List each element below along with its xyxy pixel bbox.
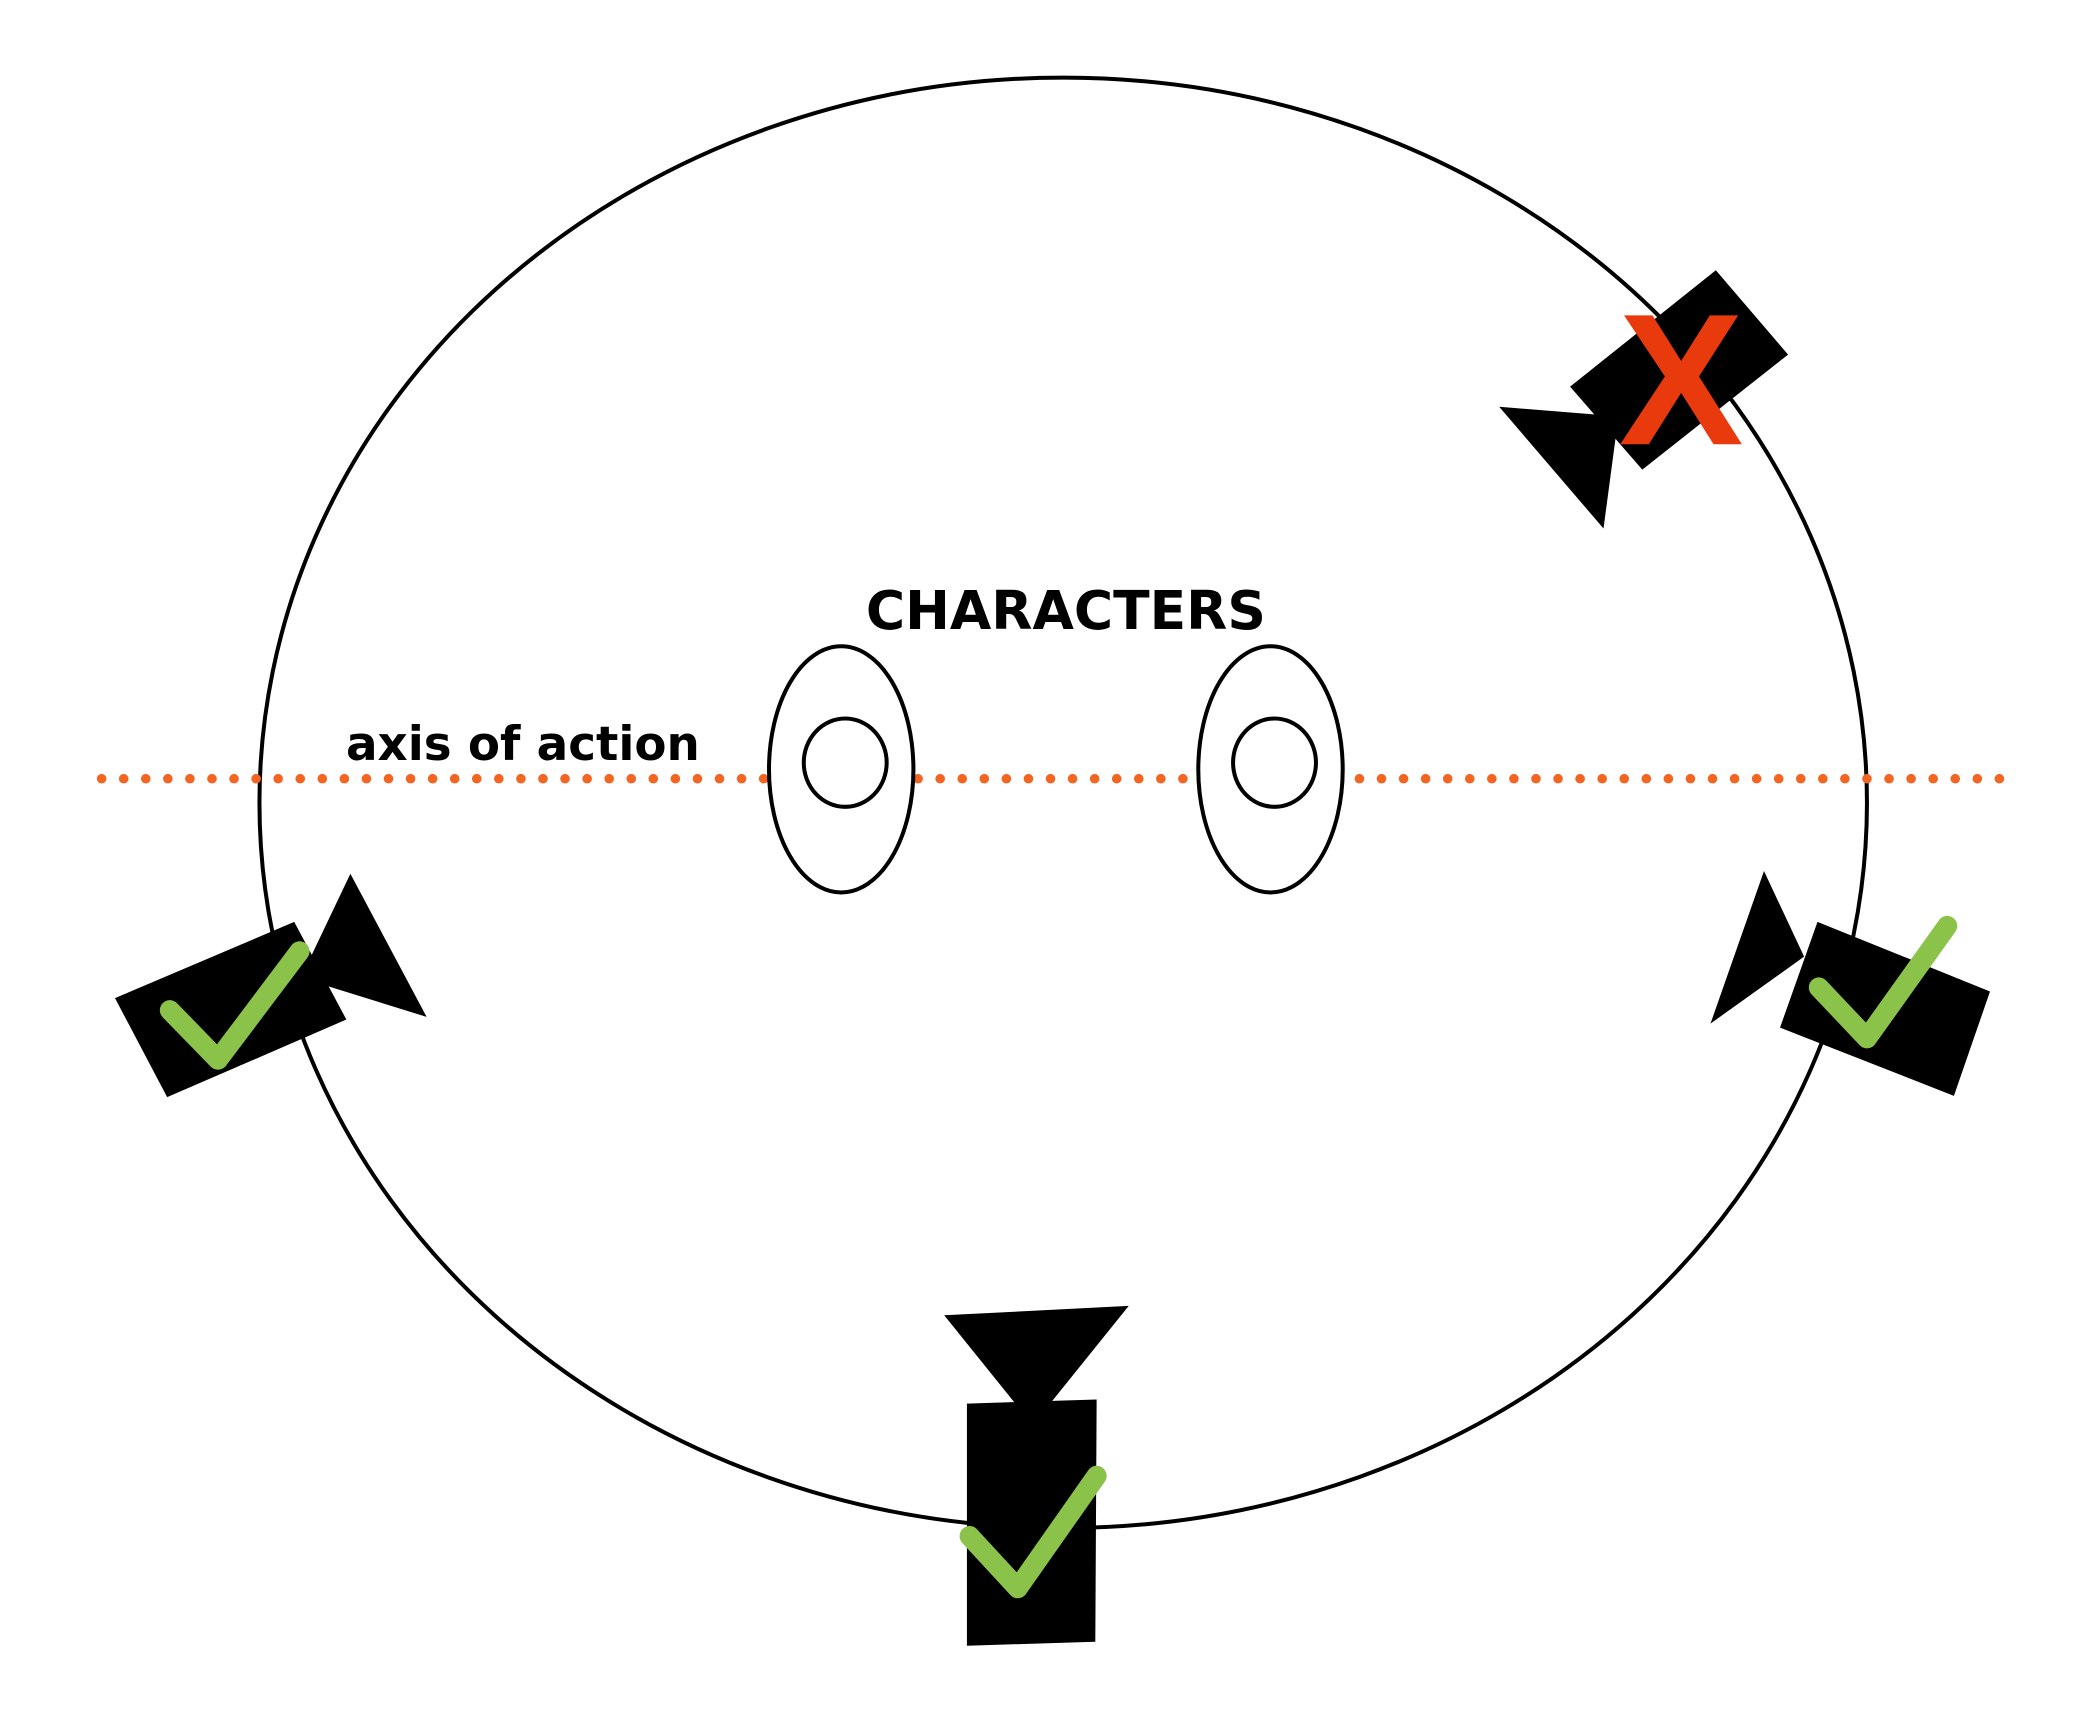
axis-dot (1509, 773, 1519, 784)
axis-dot (1818, 773, 1828, 784)
axis-dot (1840, 773, 1850, 784)
axis-dot (1707, 773, 1718, 784)
axis-dot (1442, 773, 1453, 784)
axis-dot (118, 773, 129, 784)
axis-dot (560, 773, 570, 784)
axis-dot (1376, 773, 1387, 784)
axis-dot (626, 773, 637, 784)
axis-dot (1420, 773, 1431, 784)
axis-dot (1597, 773, 1607, 784)
axis-dot (361, 773, 372, 784)
check-icon (159, 941, 310, 1070)
axis-dot (1906, 773, 1916, 784)
camera-right (1710, 871, 1991, 1096)
axis-dot (692, 773, 703, 784)
axis-dot (1729, 773, 1740, 784)
axis-dot (935, 773, 945, 784)
axis-dot (1156, 773, 1166, 784)
axis-dot (1972, 773, 1983, 784)
camera-top-right: X (1499, 270, 1789, 529)
axis-dot (1178, 773, 1188, 784)
axis-dot (185, 773, 195, 784)
axis-dot (140, 773, 151, 784)
axis-dot (516, 773, 526, 784)
axis-dot (251, 773, 261, 784)
axis-dot (427, 773, 438, 784)
camera-left (115, 873, 427, 1098)
axis-dot (1663, 773, 1674, 784)
axis-dot (96, 773, 107, 784)
axis-dot (1045, 773, 1056, 784)
axis-dot (1133, 773, 1144, 784)
axis-dot (1685, 773, 1696, 784)
axis-dot (405, 773, 416, 784)
axis-dot (1751, 773, 1762, 784)
axis-dot (1089, 773, 1100, 784)
axis-dot (1795, 773, 1806, 784)
axis-dot (1862, 773, 1872, 784)
axis-dot (273, 773, 283, 784)
axis-dot (1487, 773, 1497, 784)
axis-dot (163, 773, 173, 784)
axis-dot (471, 773, 482, 784)
axis-dot (1773, 773, 1784, 784)
axis-dot (1553, 773, 1563, 784)
axis-dot (449, 773, 460, 784)
axis-dot (714, 773, 725, 784)
axis-dot (317, 773, 328, 784)
axis-dot (1464, 773, 1475, 784)
axis-dot (758, 773, 769, 784)
camera-bottom (944, 1305, 1129, 1646)
axis-dot (1531, 773, 1541, 784)
character-right (1196, 644, 1345, 895)
axis-dot (1950, 773, 1961, 784)
axis-dot (1575, 773, 1585, 784)
axis-dot (648, 773, 659, 784)
axis-dot (736, 773, 747, 784)
characters-label: CHARACTERS (866, 579, 1266, 642)
axis-dot (604, 773, 614, 784)
axis-dot (979, 773, 990, 784)
axis-dot (670, 773, 681, 784)
axis-dot (1994, 773, 2005, 784)
axis-dot (1001, 773, 1012, 784)
axis-of-action-line (96, 773, 2005, 784)
axis-dot (957, 773, 968, 784)
axis-dot (1354, 773, 1365, 784)
axis-dot (494, 773, 504, 784)
axis-dot (207, 773, 217, 784)
axis-dot (582, 773, 592, 784)
check-icon (1808, 915, 1958, 1049)
axis-dot (913, 773, 923, 784)
cross-icon: X (1619, 274, 1744, 484)
axis-dot (383, 773, 394, 784)
axis-of-action-label: axis of action (346, 718, 700, 772)
character-left (766, 644, 916, 895)
axis-dot (1619, 773, 1630, 784)
axis-dot (295, 773, 306, 784)
check-icon (959, 1465, 1107, 1599)
axis-dot (1023, 773, 1034, 784)
axis-dot (538, 773, 548, 784)
axis-dot (1111, 773, 1122, 784)
axis-dot (229, 773, 239, 784)
axis-dot (1398, 773, 1409, 784)
axis-dot (339, 773, 350, 784)
axis-dot (1067, 773, 1078, 784)
axis-dot (1884, 773, 1894, 784)
axis-dot (1928, 773, 1938, 784)
axis-dot (1641, 773, 1652, 784)
